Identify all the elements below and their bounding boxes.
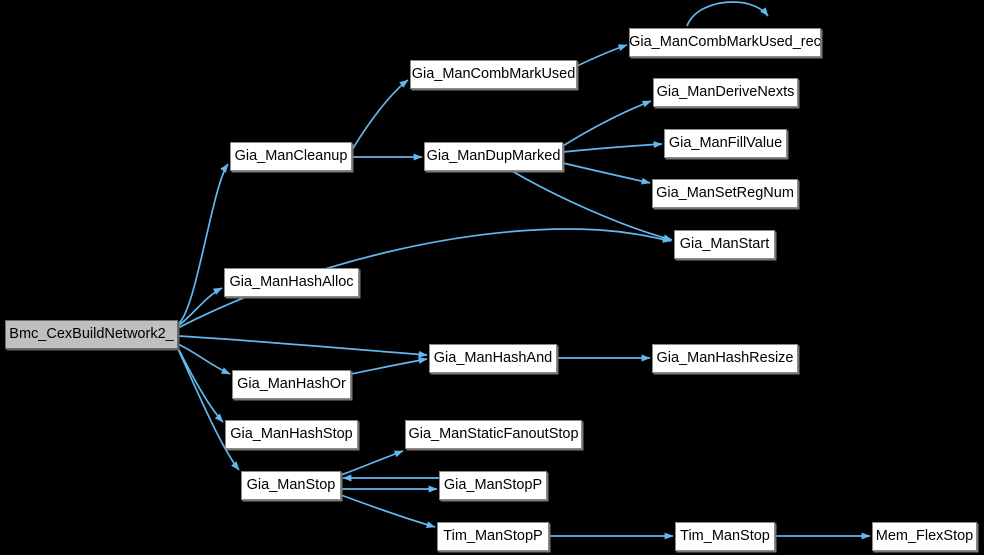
graph-node-stopp[interactable]: Gia_ManStopP	[439, 471, 547, 500]
graph-edge-dupmarked-to-derivenexts	[562, 100, 652, 147]
graph-edge-root-to-hashor	[177, 343, 231, 375]
graph-node-label: Gia_ManHashOr	[237, 376, 346, 393]
graph-edge-cleanup-to-combmarkused	[351, 79, 409, 151]
graph-node-label: Gia_ManHashResize	[656, 350, 794, 367]
graph-edge-dupmarked-to-setregnum	[562, 162, 651, 185]
graph-node-fillvalue[interactable]: Gia_ManFillValue	[664, 129, 787, 158]
graph-node-timstopp[interactable]: Tim_ManStopP	[437, 522, 549, 551]
graph-node-setregnum[interactable]: Gia_ManSetRegNum	[652, 179, 798, 208]
graph-node-label: Tim_ManStop	[680, 528, 770, 545]
graph-node-hashresize[interactable]: Gia_ManHashResize	[652, 344, 798, 373]
graph-node-hashstop[interactable]: Gia_ManHashStop	[225, 420, 358, 449]
graph-node-label: Gia_ManCombMarkUsed_rec	[629, 34, 821, 51]
graph-node-label: Gia_ManDupMarked	[426, 148, 561, 165]
graph-node-combmarkusedrec[interactable]: Gia_ManCombMarkUsed_rec	[629, 28, 821, 57]
graph-edge-stop-to-staticfanoutstop	[340, 450, 404, 476]
graph-node-label: Gia_ManCombMarkUsed	[411, 66, 576, 83]
graph-node-root[interactable]: Bmc_CexBuildNetwork2_	[5, 320, 178, 349]
graph-node-label: Gia_ManHashAnd	[433, 350, 553, 367]
graph-edge-stop-to-timstopp	[340, 494, 436, 529]
graph-node-label: Gia_ManCleanup	[234, 148, 348, 165]
graph-edge-root-to-hashstop	[177, 347, 224, 423]
graph-node-stop[interactable]: Gia_ManStop	[241, 471, 341, 500]
graph-edge-combmarkused-to-combmarkusedrec	[576, 44, 628, 67]
graph-node-label: Gia_ManFillValue	[668, 135, 783, 152]
graph-node-label: Gia_ManHashAlloc	[229, 274, 354, 291]
graph-node-label: Gia_ManStop	[246, 477, 336, 494]
graph-node-hashor[interactable]: Gia_ManHashOr	[232, 370, 351, 399]
graph-node-hashalloc[interactable]: Gia_ManHashAlloc	[224, 268, 359, 297]
graph-edge-root-to-hashand	[177, 335, 428, 358]
graph-node-label: Gia_ManHashStop	[230, 426, 353, 443]
graph-node-hashand[interactable]: Gia_ManHashAnd	[429, 344, 557, 373]
graph-node-memflexstop[interactable]: Mem_FlexStop	[872, 522, 977, 551]
graph-edge-dupmarked-to-fillvalue	[562, 141, 663, 153]
graph-node-start[interactable]: Gia_ManStart	[674, 230, 775, 259]
graph-node-label: Gia_ManSetRegNum	[656, 185, 794, 202]
graph-node-label: Tim_ManStopP	[443, 528, 543, 545]
graph-node-derivenexts[interactable]: Gia_ManDeriveNexts	[653, 78, 798, 107]
graph-edge-hashor-to-hashand	[350, 356, 428, 375]
graph-node-staticfanoutstop[interactable]: Gia_ManStaticFanoutStop	[405, 420, 582, 449]
graph-edge-root-to-hashalloc	[177, 287, 223, 327]
graph-node-combmarkused[interactable]: Gia_ManCombMarkUsed	[410, 60, 577, 89]
graph-node-label: Mem_FlexStop	[875, 528, 974, 545]
graph-node-timstop[interactable]: Tim_ManStop	[675, 522, 775, 551]
graph-edge-dupmarked-to-start	[511, 170, 673, 242]
graph-node-label: Gia_ManStaticFanoutStop	[408, 426, 579, 443]
graph-edge-root-to-cleanup	[177, 163, 229, 325]
graph-edge-combmarkusedrec-to-combmarkusedrec	[686, 1, 769, 27]
graph-edge-root-to-stop	[177, 348, 240, 471]
graph-node-label: Gia_ManDeriveNexts	[656, 84, 795, 101]
graph-node-label: Bmc_CexBuildNetwork2_	[9, 326, 174, 343]
graph-node-dupmarked[interactable]: Gia_ManDupMarked	[424, 142, 563, 171]
graph-node-label: Gia_ManStopP	[443, 477, 543, 494]
graph-node-cleanup[interactable]: Gia_ManCleanup	[230, 142, 352, 171]
graph-node-label: Gia_ManStart	[679, 236, 770, 253]
